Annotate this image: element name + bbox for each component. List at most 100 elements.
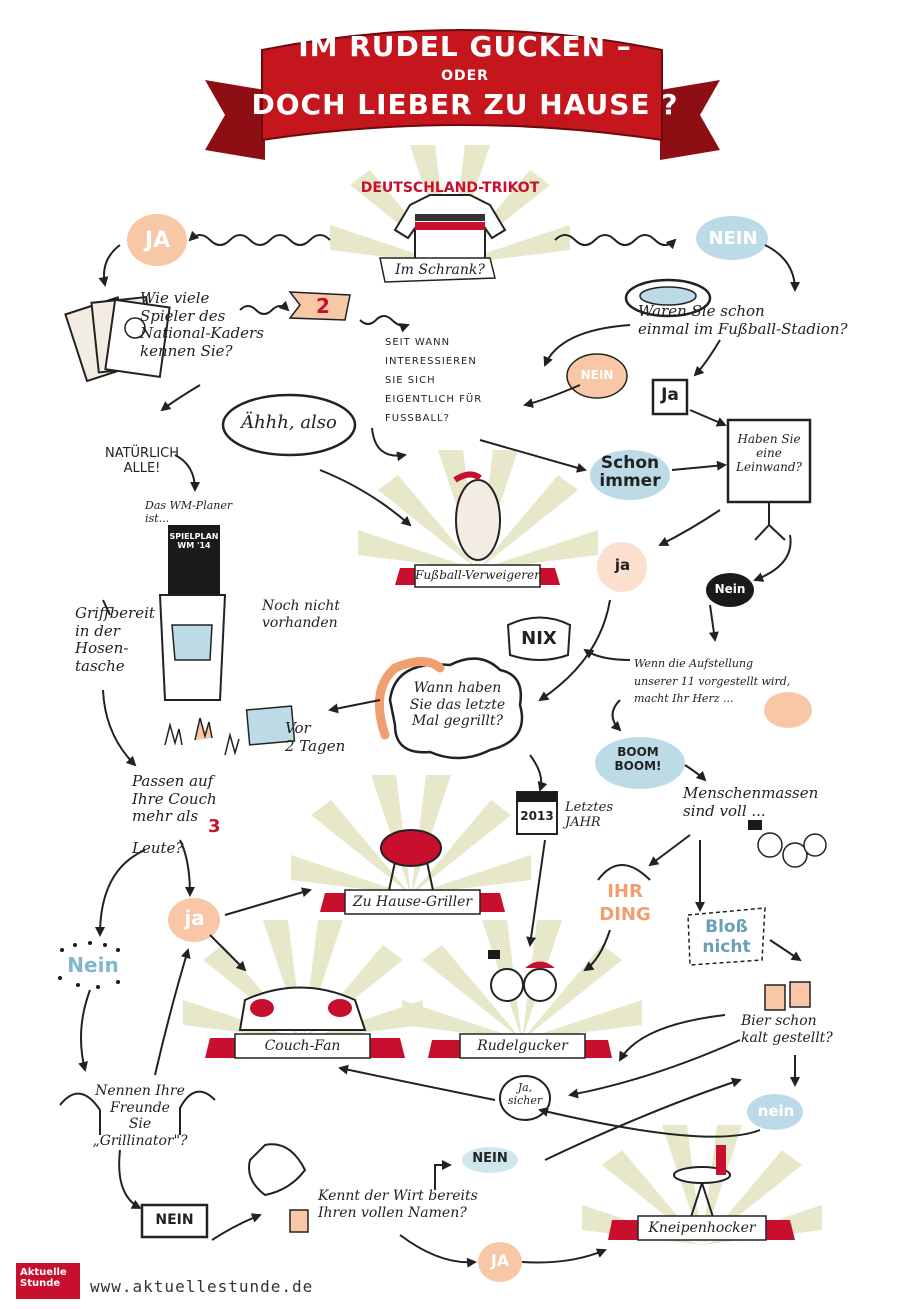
nein-bubble-orange <box>566 353 628 399</box>
nein-box-bottom <box>140 1203 209 1239</box>
grill-question-bubble <box>388 657 524 760</box>
ja-sicher-bubble <box>499 1075 551 1121</box>
verweigerer-label-box <box>414 564 541 588</box>
arrow-trikot-nein <box>554 234 677 250</box>
stadium-icon <box>624 278 712 318</box>
nein-bubble-label: NEIN <box>580 368 614 382</box>
bier-question: Bier schon kalt gestellt? <box>741 1013 833 1046</box>
ja-bottom-blob <box>478 1242 522 1282</box>
leinwand-screen <box>726 418 812 541</box>
nein-top-label: NEIN <box>708 228 758 249</box>
kneipe-illustration <box>582 1125 822 1245</box>
aufstellung-text: Wenn die Aufstellung unserer 11 vorgeste… <box>634 657 791 706</box>
griller-label: Zu Hause-Griller <box>352 894 473 910</box>
nein-wirt-label: NEIN <box>472 1151 508 1166</box>
bird-figure <box>248 1143 309 1233</box>
griffbereit-text: Griffbereit in der Hosen- tasche <box>75 604 155 676</box>
nein-box-label: NEIN <box>155 1212 194 1228</box>
griller-illustration <box>291 775 531 896</box>
calendar-page <box>245 705 296 746</box>
two-ribbon <box>288 291 351 321</box>
couch-label-box <box>234 1033 371 1059</box>
rudelgucker-illustration <box>402 920 642 1040</box>
arrow-nein-down <box>764 244 800 292</box>
nein-left-label: Nein <box>67 953 119 977</box>
arrow-spieler-2 <box>239 300 290 315</box>
ja-top-label: JA <box>144 228 171 253</box>
menschen-text: Menschenmassen sind voll ... <box>683 784 819 820</box>
player-cards-icon <box>64 295 171 383</box>
passen-number: 3 <box>208 816 221 837</box>
couch-illustration <box>183 920 423 1040</box>
verweigerer-illustration <box>358 450 598 570</box>
arrow-2-seit <box>359 315 410 333</box>
kneipe-label: Kneipenhocker <box>648 1220 756 1236</box>
leinwand-text: Haben Sie eine Leinwand? <box>736 432 802 475</box>
boom-bubble <box>595 737 685 789</box>
stadion-question: Waren Sie schon einmal im Fußball-Stadio… <box>638 302 848 338</box>
ja-mid-label: ja <box>184 906 205 930</box>
grill-question: Wann haben Sie das letzte Mal gegrillt? <box>409 680 506 730</box>
trikot-illustration <box>330 145 570 283</box>
nennen-text: Nennen Ihre Freunde Sie „Grillinator"? <box>92 1083 188 1149</box>
aktuelle-stunde-logo[interactable]: Aktuelle Stunde <box>16 1263 80 1299</box>
bloss-nicht-bubble <box>687 907 766 966</box>
banner-line-1: IM RUDEL GUCKEN – <box>298 30 632 63</box>
raised-hands-icon <box>164 717 240 756</box>
spielplan-label: SPIELPLAN WM '14 <box>169 532 219 551</box>
nein-left-dots <box>58 941 120 989</box>
letztes-jahr: Letztes JAHR <box>565 800 613 831</box>
tongs-icon <box>59 1090 216 1135</box>
couch-label: Couch-Fan <box>264 1038 341 1054</box>
passen-text: Passen auf Ihre Couch mehr als <box>132 772 217 826</box>
griller-label-box <box>344 889 481 915</box>
title-banner <box>205 29 720 160</box>
kneipe-label-box <box>637 1215 767 1241</box>
ihr-ding-figure <box>597 864 651 881</box>
nein-wirt-blob <box>462 1147 518 1173</box>
connector-arrows <box>78 324 802 1268</box>
calendar-2013-top <box>517 792 557 802</box>
ja-small-blob <box>597 542 647 592</box>
trikot-tag: Im Schrank? <box>395 262 485 278</box>
nein-right-label: nein <box>757 1102 795 1120</box>
nein-dark-blob <box>706 573 754 607</box>
spielplan-card <box>168 525 220 600</box>
spieler-question: Wie viele Spieler des National-Kaders ke… <box>140 289 264 361</box>
wm-planer-text: Das WM-Planer ist... <box>145 499 233 525</box>
ja-mid-blob <box>168 898 220 942</box>
crowd-icon <box>748 820 827 868</box>
arrow-ja-down <box>98 244 121 287</box>
ja-sicher-label: Ja, sicher <box>507 1081 543 1107</box>
sausage-icon <box>374 657 445 740</box>
verweigerer-label: Fußball-Verweigerer <box>415 568 540 582</box>
schon-immer-blob <box>590 450 670 500</box>
schon-immer-label: Schon immer <box>599 453 661 491</box>
aehhh-text: Ähhh, also <box>241 412 337 433</box>
jeans-pocket <box>158 594 227 701</box>
beer-mugs-icon <box>764 981 811 1011</box>
website-link[interactable]: www.aktuellestunde.de <box>90 1277 314 1296</box>
rudelgucker-label: Rudelgucker <box>477 1038 568 1054</box>
arrow-trikot-ja <box>188 230 331 246</box>
logo-line-1: Aktuelle <box>20 1267 67 1278</box>
banner-line-3: DOCH LIEBER ZU HAUSE ? <box>251 88 679 121</box>
logo-line-2: Stunde <box>20 1277 61 1289</box>
ja-blob-top <box>127 214 187 266</box>
jahr-number: 2013 <box>520 809 554 823</box>
nix-outline <box>506 616 572 661</box>
ihr-ding-label: IHR DING <box>599 881 651 926</box>
natuerlich-alle: NATÜRLICH ALLE! <box>104 446 180 477</box>
ja-box <box>651 378 689 416</box>
noch-nicht-text: Noch nicht vorhanden <box>262 598 340 631</box>
seit-wann-text: SEIT WANN INTERESSIEREN SIE SICH EIGENTL… <box>385 337 483 424</box>
ja-bottom-label: JA <box>490 1251 510 1270</box>
nein-blob-top <box>696 216 768 260</box>
boom-label: BOOM BOOM! <box>614 745 662 773</box>
trikot-title: DEUTSCHLAND-TRIKOT <box>360 180 540 196</box>
rudelgucker-label-box <box>459 1033 586 1059</box>
nein-right-blob <box>747 1094 803 1130</box>
wirt-question: Kennt der Wirt bereits Ihren vollen Name… <box>318 1188 478 1221</box>
